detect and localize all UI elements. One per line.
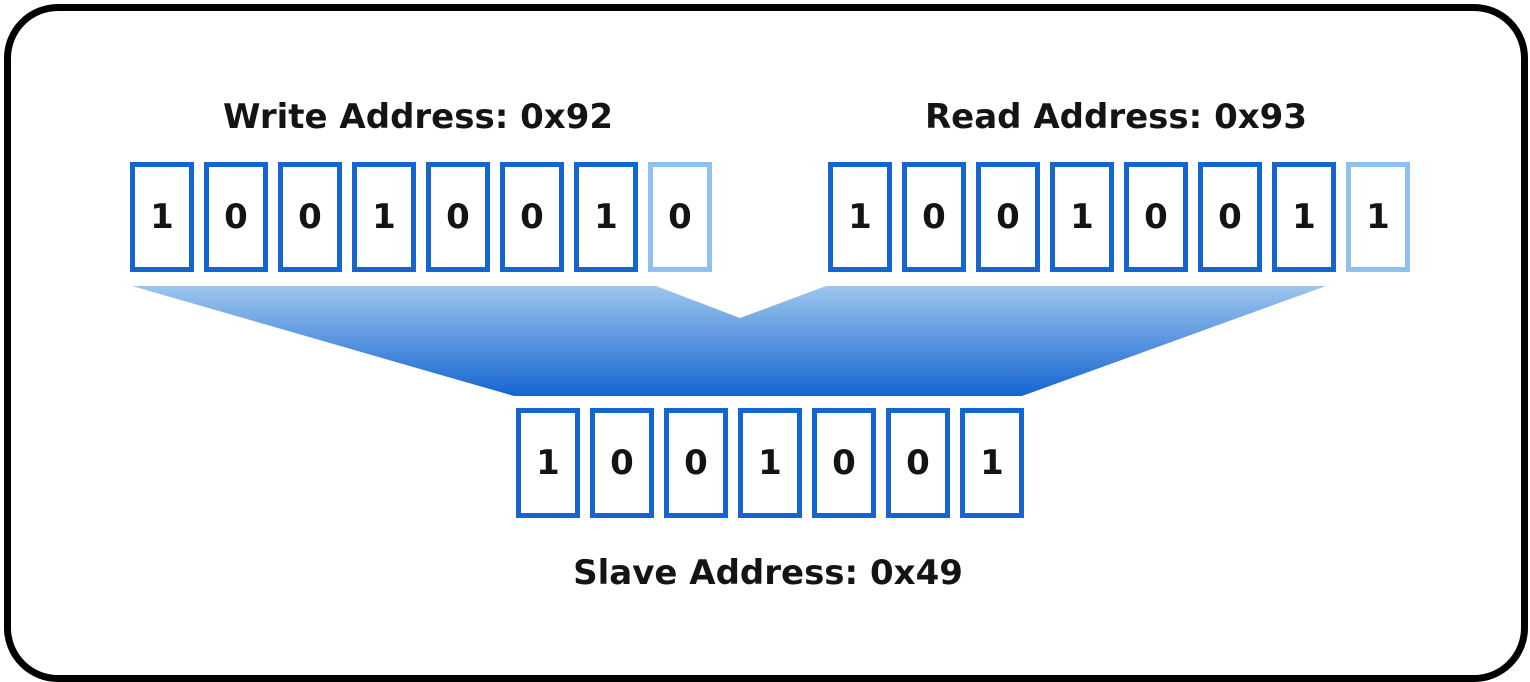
slave-bit-6: 1 [516,408,580,518]
read-bit-3: 0 [1124,162,1188,272]
read-bit-7: 1 [828,162,892,272]
read-rw-bit: 1 [1346,162,1410,272]
read-bit-6: 0 [902,162,966,272]
slave-bit-5: 0 [590,408,654,518]
slave-address-title: Slave Address: 0x49 [573,553,963,593]
write-rw-bit: 0 [648,162,712,272]
write-bit-7: 1 [130,162,194,272]
read-address-bits: 1 0 0 1 0 0 1 1 [828,162,1410,272]
write-bit-2: 0 [500,162,564,272]
write-bit-1: 1 [574,162,638,272]
write-address-title: Write Address: 0x92 [222,97,614,137]
read-address-title: Read Address: 0x93 [925,97,1307,137]
read-bit-1: 1 [1272,162,1336,272]
write-bit-6: 0 [204,162,268,272]
slave-address-bits: 1 0 0 1 0 0 1 [516,408,1024,518]
slave-bit-4: 0 [664,408,728,518]
read-bit-5: 0 [976,162,1040,272]
slave-bit-2: 0 [812,408,876,518]
write-bit-3: 0 [426,162,490,272]
funnel-shape [132,286,1326,396]
slave-bit-1: 0 [886,408,950,518]
slave-bit-0: 1 [960,408,1024,518]
read-bit-4: 1 [1050,162,1114,272]
write-bit-4: 1 [352,162,416,272]
read-bit-2: 0 [1198,162,1262,272]
slave-bit-3: 1 [738,408,802,518]
write-bit-5: 0 [278,162,342,272]
write-address-bits: 1 0 0 1 0 0 1 0 [130,162,712,272]
